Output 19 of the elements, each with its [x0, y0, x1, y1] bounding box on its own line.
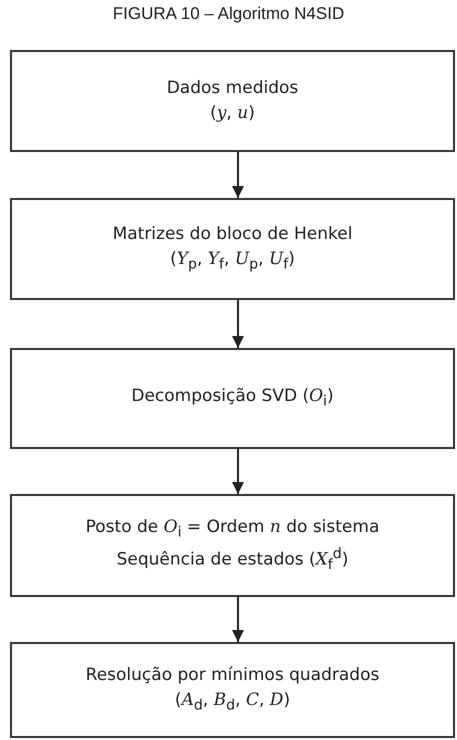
process-box — [10, 50, 455, 152]
process-box — [10, 494, 455, 597]
box-text: Dados medidos — [166, 76, 298, 100]
arrow — [232, 449, 244, 494]
process-box — [10, 198, 455, 300]
figure-title: FIGURA 10 – Algoritmo N4SID — [112, 4, 346, 24]
box-text: Resolução por mínimos quadrados — [86, 664, 380, 687]
arrow — [232, 597, 244, 642]
arrow — [232, 300, 244, 348]
process-box — [10, 642, 455, 738]
arrow — [232, 152, 244, 198]
box-text: Posto de O$_{i}$ = Ordem n do sistema — [86, 516, 380, 542]
box-text: Decomposição SVD (O$_{i}$) — [131, 385, 334, 412]
box-text: Sequência de estados (X$_{f}$$^{d}$) — [116, 544, 348, 575]
process-box — [10, 348, 455, 449]
box-text: (Y$_{p}$, Y$_{f}$, U$_{p}$, U$_{f}$) — [170, 248, 295, 275]
box-text: Matrizes do bloco de Henkel — [112, 222, 352, 246]
box-text: (A$_{d}$, B$_{d}$, C, D) — [174, 689, 290, 716]
box-text: (y, u) — [210, 102, 255, 125]
